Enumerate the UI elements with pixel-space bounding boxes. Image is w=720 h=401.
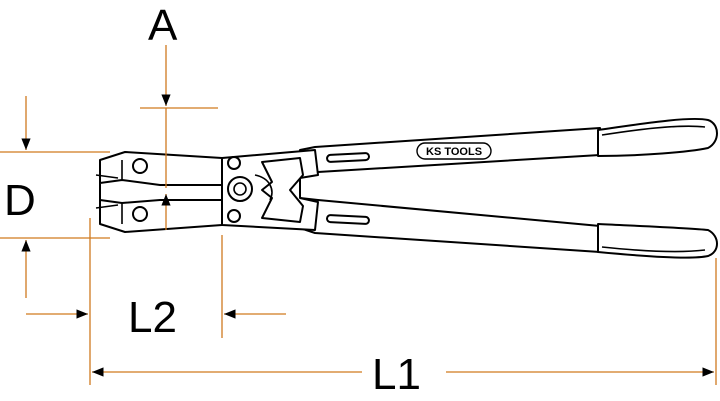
jaw-bolt-lower — [132, 206, 148, 222]
pivot-bolt-lower — [227, 209, 241, 223]
center-adjust-bolt — [227, 176, 253, 202]
jaw-gap — [99, 179, 223, 204]
lower-handle — [299, 197, 601, 253]
label-d: D — [4, 176, 36, 225]
logo-text: KS TOOLS — [426, 146, 482, 158]
pivot-bolt-upper — [227, 156, 241, 170]
lower-grip — [597, 223, 718, 259]
label-l1: L1 — [372, 350, 421, 399]
upper-handle-slot — [326, 152, 371, 163]
jaw-bolt-upper — [132, 158, 148, 174]
dimension-l2: L2 — [26, 218, 286, 385]
label-l2: L2 — [128, 293, 177, 342]
ks-tools-logo: KS TOOLS — [416, 142, 492, 160]
dimension-l1: L1 — [92, 258, 717, 399]
upper-grip — [597, 117, 718, 157]
label-a: A — [148, 1, 178, 50]
dimension-a: A — [140, 1, 218, 230]
dimension-d: D — [0, 96, 110, 298]
linkage-cutout — [261, 157, 304, 223]
bolt-cutter: KS TOOLS — [95, 117, 718, 259]
lower-handle-slot — [325, 214, 370, 225]
